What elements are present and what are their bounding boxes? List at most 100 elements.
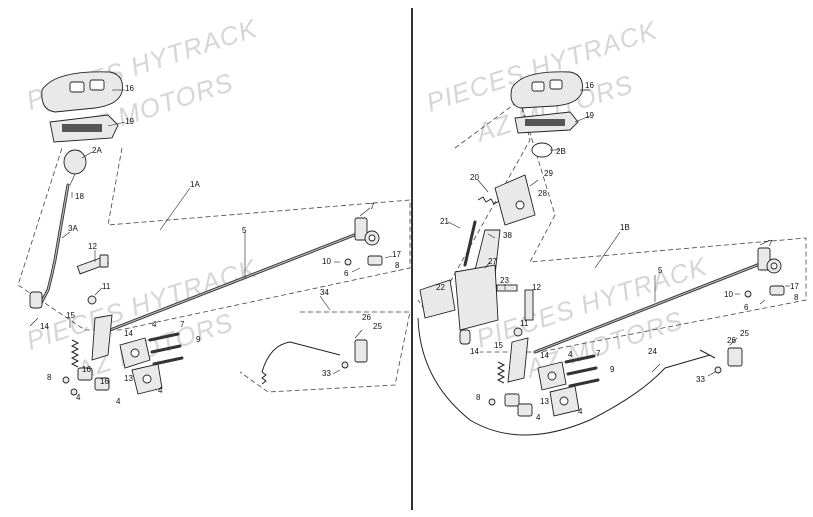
gate-slot (62, 124, 102, 132)
callout-label: 8 (47, 373, 52, 382)
cable-clip (341, 361, 349, 369)
callout-label: 14 (540, 351, 549, 360)
callout-label: 33 (696, 375, 705, 384)
callout-label: 29 (544, 169, 553, 178)
callout-label: 19 (585, 111, 594, 120)
selector-hole (130, 348, 140, 358)
nut (87, 295, 97, 305)
cover-slot (89, 79, 105, 91)
callout-label: 7 (768, 239, 773, 248)
small-bracket (94, 377, 110, 391)
callout-label: 1B (620, 223, 630, 232)
callout-label: 18 (75, 192, 84, 201)
screw (566, 366, 598, 376)
selector-hole (547, 371, 557, 381)
small-bracket (504, 393, 520, 407)
screw (148, 332, 180, 342)
callout-label: 21 (440, 217, 449, 226)
callout-label: 16 (125, 84, 134, 93)
pin (744, 290, 752, 298)
callout-label: 26 (362, 313, 371, 322)
sub-assembly-outline (239, 311, 411, 393)
bracket-hole (515, 200, 525, 210)
cable-clip (714, 366, 722, 374)
callout-label: 13 (124, 374, 133, 383)
callout-label: 6 (344, 269, 349, 278)
callout-label: 26 (727, 336, 736, 345)
callout-label: 14 (470, 347, 479, 356)
cable-spring (261, 371, 267, 385)
callout-label: 7 (180, 320, 185, 329)
callout-label: 19 (125, 117, 134, 126)
callout-label: 28 (538, 189, 547, 198)
cover-slot (549, 79, 563, 90)
callout-label: 4 (158, 386, 163, 395)
callout-label: 5 (658, 266, 663, 275)
pin (344, 258, 352, 266)
callout-label: 4 (536, 413, 541, 422)
callout-label: 4 (152, 320, 157, 329)
gate-bracket (494, 174, 536, 226)
callout-label: 14 (40, 322, 49, 331)
cable-bracket (354, 339, 368, 363)
cover-slot (531, 81, 545, 92)
callout-label: 20 (470, 173, 479, 182)
small-bracket (77, 367, 93, 381)
callout-label: 10 (322, 257, 331, 266)
bolt (496, 284, 518, 292)
callout-label: 25 (373, 322, 382, 331)
assembly-outline (480, 99, 807, 353)
small-bracket (517, 403, 533, 417)
callout-label: 4 (568, 350, 573, 359)
callout-label: 7 (596, 349, 601, 358)
washer (70, 388, 78, 396)
callout-label: 14 (124, 329, 133, 338)
left-assembly (17, 71, 411, 396)
plate-hole (559, 396, 569, 406)
mount-bracket (419, 279, 456, 319)
clip (367, 255, 383, 266)
callout-label: 2A (92, 146, 102, 155)
leader-lines (447, 89, 790, 377)
callout-label: 16 (82, 365, 91, 374)
shift-cable (417, 317, 711, 436)
linkage-bracket (507, 337, 529, 383)
callout-label: 33 (322, 369, 331, 378)
cover-slot (69, 81, 85, 93)
callout-label: 9 (610, 365, 615, 374)
callout-label: 4 (578, 407, 583, 416)
mount-plate (454, 264, 499, 331)
rod-joint-hole (770, 262, 778, 270)
shift-knob (63, 149, 87, 175)
gate-slot (525, 119, 565, 126)
callout-label: 34 (320, 288, 329, 297)
washer (62, 376, 70, 384)
callout-label: 1A (190, 180, 200, 189)
leader-lines (29, 89, 393, 375)
callout-label: 25 (740, 329, 749, 338)
callout-label: 16 (100, 377, 109, 386)
callout-label: 23 (500, 276, 509, 285)
lever-boot (459, 329, 471, 345)
callout-label: 2B (556, 147, 566, 156)
shift-knob (531, 142, 553, 158)
callout-label: 8 (476, 393, 481, 402)
callout-label: 12 (88, 242, 97, 251)
callout-label: 11 (520, 319, 529, 328)
rod-joint-hole (368, 234, 376, 242)
screw (568, 378, 600, 388)
rod-end (354, 217, 368, 241)
clip (769, 285, 785, 296)
sub-assembly-outline (417, 99, 531, 319)
cable-end (699, 349, 716, 359)
return-spring (496, 361, 506, 384)
washer (488, 398, 496, 406)
screw (150, 344, 182, 354)
callout-label: 12 (532, 283, 541, 292)
callout-label: 17 (790, 282, 799, 291)
callout-label: 4 (76, 393, 81, 402)
callout-label: 9 (196, 335, 201, 344)
shifter-cover (510, 71, 583, 109)
right-assembly (417, 71, 807, 436)
assembly-outline (17, 147, 411, 331)
